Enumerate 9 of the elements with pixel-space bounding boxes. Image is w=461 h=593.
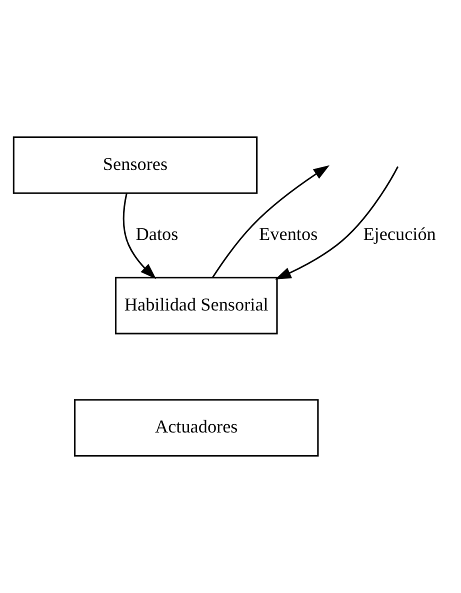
edge-label: Ejecución — [363, 224, 436, 244]
arrow — [122, 193, 156, 280]
node-box: Sensores — [12, 136, 258, 194]
edge-label: Datos — [136, 224, 178, 244]
arrow — [212, 165, 330, 278]
node-box: Habilidad Sensorial — [114, 276, 278, 334]
node-box: Actuadores — [74, 399, 319, 457]
edge-label: Eventos — [259, 224, 318, 244]
arrow — [274, 166, 399, 280]
